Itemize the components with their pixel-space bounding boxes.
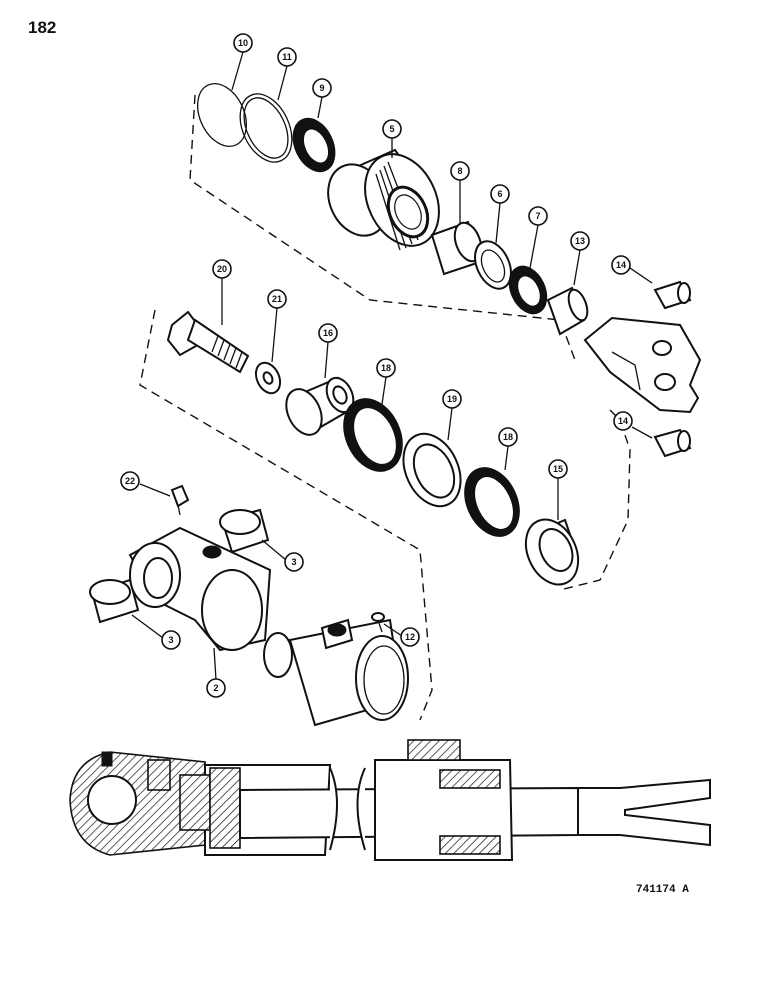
callout-3-top: 3 — [284, 552, 304, 572]
part-15-piston — [524, 518, 580, 586]
part-18-seal-b — [464, 467, 520, 537]
callout-9: 9 — [312, 78, 332, 98]
svg-text:19: 19 — [447, 394, 457, 404]
part-19-wear-ring — [402, 432, 462, 508]
part-10-o-ring — [197, 83, 247, 147]
callout-16: 16 — [318, 323, 338, 343]
svg-text:16: 16 — [323, 328, 333, 338]
svg-text:13: 13 — [575, 236, 585, 246]
svg-text:20: 20 — [217, 264, 227, 274]
part-11-backup-ring — [239, 93, 293, 163]
callout-12: 12 — [400, 627, 420, 647]
svg-text:21: 21 — [272, 294, 282, 304]
callout-10: 10 — [233, 33, 253, 53]
callout-13: 13 — [570, 231, 590, 251]
part-6-wiper — [474, 240, 512, 290]
callout-14-top: 14 — [611, 255, 631, 275]
callout-5: 5 — [382, 119, 402, 139]
callout-6: 6 — [490, 184, 510, 204]
part-21-washer — [254, 361, 282, 395]
part-9-seal — [292, 117, 336, 173]
callout-11: 11 — [277, 47, 297, 67]
svg-text:18: 18 — [381, 363, 391, 373]
callout-3-left: 3 — [161, 630, 181, 650]
callout-22: 22 — [120, 471, 140, 491]
callout-18-b: 18 — [498, 427, 518, 447]
callout-14-bottom: 14 — [613, 411, 633, 431]
assembly-dashed-lines — [139, 94, 631, 721]
svg-text:15: 15 — [553, 464, 563, 474]
part-5-piston-head — [327, 148, 440, 251]
svg-text:2: 2 — [213, 683, 218, 693]
svg-text:11: 11 — [282, 52, 292, 62]
svg-text:3: 3 — [291, 557, 296, 567]
callout-8: 8 — [450, 161, 470, 181]
svg-text:7: 7 — [535, 211, 540, 221]
callout-2: 2 — [206, 678, 226, 698]
callout-19: 19 — [442, 389, 462, 409]
svg-text:14: 14 — [618, 416, 628, 426]
callout-21: 21 — [267, 289, 287, 309]
svg-text:9: 9 — [319, 83, 324, 93]
svg-text:6: 6 — [497, 189, 502, 199]
assembled-cross-section — [69, 739, 711, 861]
part-3-bushing-top — [219, 508, 270, 554]
part-20-bolt — [166, 310, 250, 374]
part-22-grease-fitting — [170, 484, 190, 516]
svg-text:10: 10 — [238, 38, 248, 48]
rod-clevis-top — [583, 316, 702, 414]
svg-text:5: 5 — [389, 124, 394, 134]
part-13-spacer — [546, 286, 589, 336]
part-8-bushing — [430, 220, 483, 276]
part-14-bushing-bottom — [653, 428, 692, 458]
svg-text:12: 12 — [405, 632, 415, 642]
callout-15: 15 — [548, 459, 568, 479]
svg-text:8: 8 — [457, 166, 462, 176]
svg-text:14: 14 — [616, 260, 626, 270]
leader-lines — [131, 51, 653, 681]
part-2-cylinder-base — [128, 526, 272, 652]
part-7-seal — [508, 265, 548, 315]
svg-text:22: 22 — [125, 476, 135, 486]
part-3-bushing-left — [89, 578, 140, 624]
svg-text:3: 3 — [168, 635, 173, 645]
drawing-code: 741174 A — [636, 884, 689, 896]
part-12-screw — [371, 612, 385, 633]
part-2-tube — [263, 618, 409, 727]
callout-7: 7 — [528, 206, 548, 226]
callout-20: 20 — [212, 259, 232, 279]
part-18-seal-a — [343, 398, 403, 472]
part-14-bushing-top — [653, 280, 692, 310]
svg-text:18: 18 — [503, 432, 513, 442]
page-number: 182 — [28, 18, 57, 37]
callout-18-a: 18 — [376, 358, 396, 378]
